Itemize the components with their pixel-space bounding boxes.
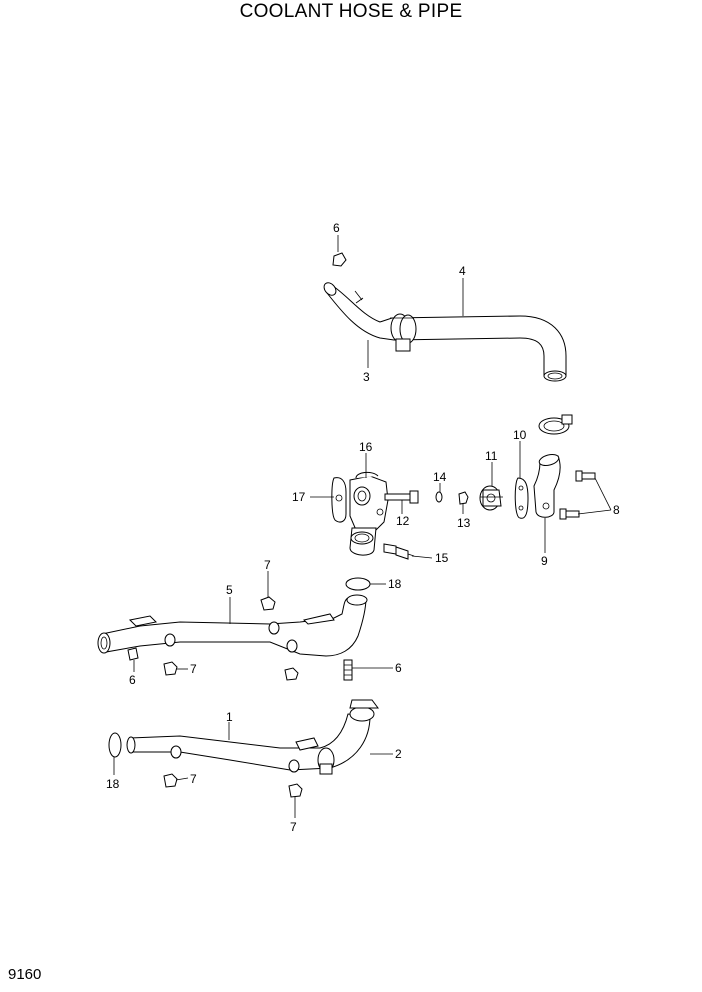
callout-7: 7 [290, 820, 297, 834]
callout-7: 7 [190, 772, 197, 786]
callout-numbers: 6 4 3 16 10 11 14 17 8 12 13 15 9 7 18 5… [106, 221, 620, 834]
nut-13 [458, 491, 469, 505]
nut-7-middle-right [284, 667, 299, 681]
callout-18: 18 [106, 777, 120, 791]
callout-3: 3 [363, 370, 370, 384]
callout-16: 16 [359, 440, 373, 454]
oring-18-lower [108, 732, 122, 758]
callout-10: 10 [513, 428, 527, 442]
coolant-pipe-5 [97, 594, 368, 657]
bolts-8 [559, 470, 596, 520]
nut-7-middle-top [260, 596, 276, 611]
bolt-6-upper [332, 252, 347, 267]
callout-17: 17 [292, 490, 306, 504]
callout-11: 11 [485, 449, 498, 463]
bolt-6-right [343, 659, 353, 681]
outlet-elbow-9 [533, 454, 561, 518]
callout-12: 12 [396, 514, 410, 528]
callout-6: 6 [395, 661, 402, 675]
page-number: 9160 [8, 966, 42, 983]
bolt-12 [384, 490, 419, 504]
nut-7-lower-bottom [288, 783, 303, 798]
nut-7-middle-left [163, 661, 178, 676]
upper-hose-4 [323, 282, 567, 382]
callout-7: 7 [264, 558, 271, 572]
callout-6: 6 [333, 221, 340, 235]
callout-7: 7 [190, 662, 197, 676]
callout-2: 2 [395, 747, 402, 761]
washer-14 [435, 491, 443, 503]
callout-5: 5 [226, 583, 233, 597]
clamp-10 [538, 414, 573, 435]
clamp-2 [317, 699, 379, 775]
thermostat-11 [479, 485, 503, 511]
callout-8: 8 [613, 503, 620, 517]
hose-clamp-3 [390, 313, 417, 352]
callout-13: 13 [457, 516, 471, 530]
callout-4: 4 [459, 264, 466, 278]
leader-lines [113, 235, 612, 818]
callout-15: 15 [435, 551, 449, 565]
callout-9: 9 [541, 554, 548, 568]
oring-18-upper [345, 577, 371, 591]
gasket-17 [331, 477, 347, 523]
callout-1: 1 [226, 710, 233, 724]
callout-18: 18 [388, 577, 402, 591]
temperature-sensor-15 [383, 543, 415, 560]
callout-6: 6 [129, 673, 136, 687]
callout-14: 14 [433, 470, 447, 484]
nut-7-lower-left [163, 773, 178, 788]
thermostat-housing-16 [349, 471, 389, 556]
bolt-6-left [127, 647, 139, 661]
gasket-10 [514, 477, 529, 519]
diagram-title: COOLANT HOSE & PIPE [239, 1, 463, 22]
